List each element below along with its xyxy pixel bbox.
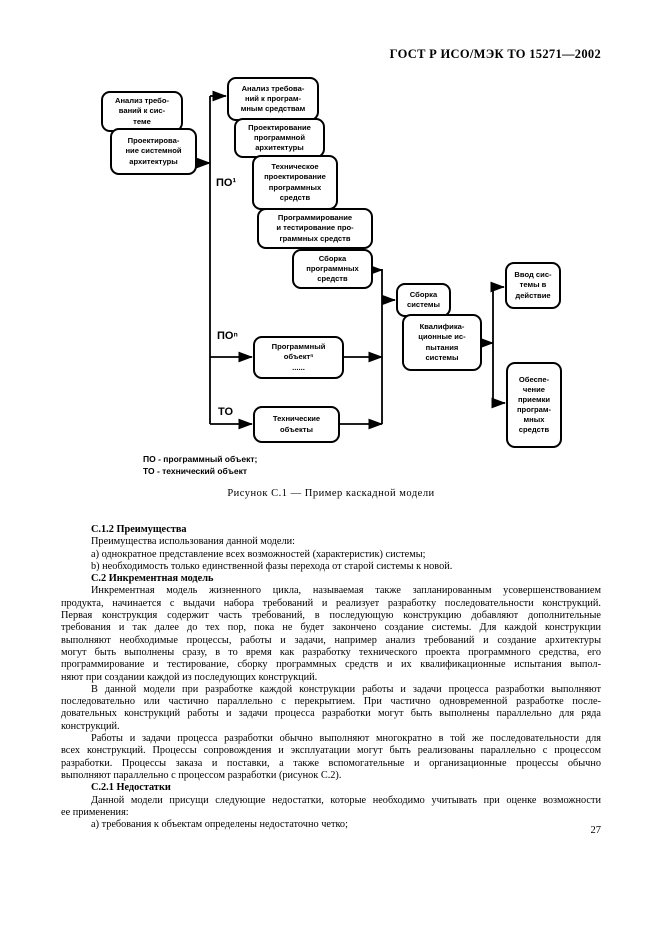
paragraph-line: продукта, начинается с выдачи набора тре… xyxy=(61,597,601,609)
flowchart-connectors xyxy=(196,90,506,430)
branch-label-pon: ПОⁿ xyxy=(217,330,238,342)
paragraph-line: ее применения: xyxy=(61,806,129,818)
paragraph-line: всех конструкций. Процессы сопровождения… xyxy=(61,745,601,757)
section-heading: С.1.2 Преимущества xyxy=(91,524,187,535)
flowchart-box-software-technical-design: Техническое проектирование программных с… xyxy=(252,155,338,210)
section-heading: С.2 Инкрементная модель xyxy=(91,573,214,585)
paragraph-line: няют при создании каждой из последующих … xyxy=(61,671,318,683)
paragraph-line: Инкрементная модель жизненного цикла, на… xyxy=(91,585,601,597)
flowchart-box-software-object-n: Программный объектⁿ ...... xyxy=(253,336,344,379)
flowchart-box-software-integration: Сборка программных средств xyxy=(292,249,373,289)
branch-label-to: ТО xyxy=(218,406,234,418)
legend-line-to: ТО - технический объект xyxy=(143,466,248,476)
flowchart-box-coding-and-testing: Программирование и тестирование про- гра… xyxy=(257,208,373,249)
flowchart-box-system-requirements-analysis: Анализ требо- ваний к сис- теме xyxy=(101,91,183,132)
figure-caption: Рисунок С.1 — Пример каскадной модели xyxy=(227,488,435,499)
paragraph-line: программирование и тестирование, сборку … xyxy=(61,659,601,671)
paragraph-line: b) необходимость только единственной фаз… xyxy=(91,560,453,572)
paragraph-line: выполняют параллельно с процессом разраб… xyxy=(61,769,342,781)
diagram-legend: ПО - программный объект; ТО - технически… xyxy=(143,453,257,477)
paragraph-line: конструкций. xyxy=(61,720,120,732)
paragraph-line: могут быть выполнены сразу, в то время к… xyxy=(61,646,601,658)
legend-line-po: ПО - программный объект; xyxy=(143,454,258,464)
paragraph-line: Преимущества использования данной модели… xyxy=(91,536,295,548)
page-header: ГОСТ Р ИСО/МЭК ТО 15271—2002 xyxy=(389,47,601,61)
flowchart-box-system-operation: Ввод сис- темы в действие xyxy=(505,262,561,309)
page-number: 27 xyxy=(590,825,602,836)
cascade-model-diagram: Анализ требо- ваний к сис- теме Проектир… xyxy=(101,77,562,499)
paragraph-line: разработки. Процессы заказа и поставки, … xyxy=(61,757,601,769)
flowchart-box-qualification-testing: Квалифика- ционные ис- пытания системы xyxy=(402,314,482,371)
flowchart-box-system-integration: Сборка системы xyxy=(396,283,451,317)
flowchart-box-technical-objects: Технические объекты xyxy=(253,406,340,443)
flowchart-box-acceptance-support: Обеспе- чение приемки програм- мных сред… xyxy=(506,362,562,448)
paragraph-line: Первая конструкция содержит часть требов… xyxy=(61,610,601,622)
paragraph-line: довательных конструкций работы и задачи … xyxy=(61,708,601,720)
flowchart-box-system-architecture-design: Проектирова- ние системной архитектуры xyxy=(110,128,197,175)
paragraph-line: выполняют необходимые процессы, работы и… xyxy=(61,634,601,646)
paragraph-line: Работы и задачи процесса разработки обыч… xyxy=(91,733,601,745)
paragraph-line: Данной модели присущи следующие недостат… xyxy=(91,794,601,806)
flowchart-box-software-requirements-analysis: Анализ требова- ний к програм- мным сред… xyxy=(227,77,319,121)
branch-label-po1: ПО¹ xyxy=(216,177,237,189)
paragraph-line: а) требования к объектам определены недо… xyxy=(91,819,348,831)
flowchart-box-software-architecture-design: Проектирование программной архитектуры xyxy=(234,118,325,158)
section-heading: С.2.1 Недостатки xyxy=(91,782,171,794)
paragraph-line: последовательно или частично параллельно… xyxy=(61,696,601,708)
paragraph-line: В данной модели при разработке каждой ко… xyxy=(91,683,601,695)
paragraph-line: a) однократное представление всех возмож… xyxy=(91,548,426,560)
paragraph-line: требования и так далее до тех пор, пока … xyxy=(61,622,601,634)
